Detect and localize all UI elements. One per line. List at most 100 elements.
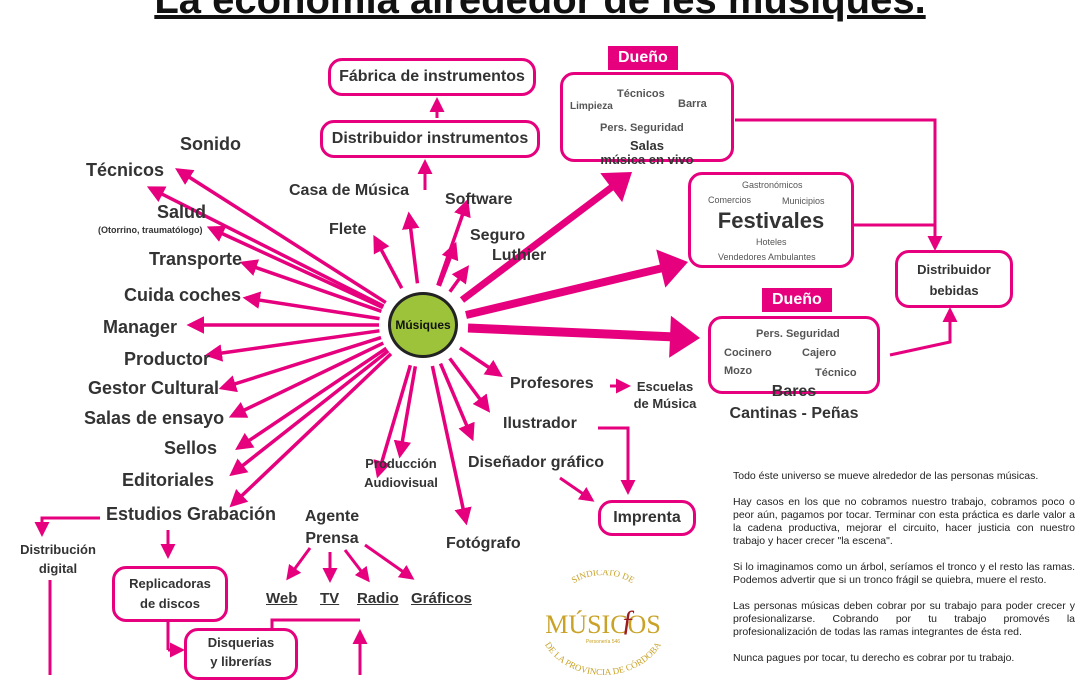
svg-text:MÚSICOS: MÚSICOS (545, 610, 661, 639)
festivales-title: Festivales (717, 208, 825, 233)
salas-item-tecnicos: Técnicos (617, 88, 665, 100)
salas-item-seguridad: Pers. Seguridad (600, 122, 684, 134)
ray-arrow (206, 225, 384, 310)
label-disquerias-1: Disquerias (207, 635, 275, 650)
ray-arrow (229, 352, 393, 508)
bares-item-seguridad: Pers. Seguridad (756, 328, 840, 340)
salas-title-2: música en vivo (600, 152, 694, 167)
ray-arrow (430, 365, 472, 526)
ray-arrow (218, 335, 382, 393)
bares-item-cocinero: Cocinero (724, 347, 772, 359)
ray-arrow (448, 357, 491, 413)
label-casa-musica: Casa de Música (289, 182, 410, 199)
page-title: La economía alrededor de les músiques. (154, 0, 926, 22)
text-p3: Si lo imaginamos como un árbol, seríamos… (733, 561, 1075, 586)
ray-arrow (373, 364, 413, 479)
label-escuelas-2: de Música (633, 396, 697, 411)
label-fabrica: Fábrica de instrumentos (339, 68, 525, 85)
ray-arrow (229, 349, 390, 477)
label-replicadoras-2: de discos (140, 596, 200, 611)
festivales-item-vendedores: Vendedores Ambulantes (718, 252, 816, 262)
tag-dueno-bares: Dueño (762, 288, 832, 312)
ray-arrow (437, 241, 459, 287)
label-cuida-coches: Cuida coches (124, 285, 242, 305)
distribuidor-bebidas-2: bebidas (929, 283, 979, 298)
text-p2: Hay casos en los que no cobramos nuestro… (733, 496, 1075, 547)
text-p5: Nunca pagues por tocar, tu derecho es co… (733, 652, 1015, 664)
center-label: Músiques (395, 318, 451, 332)
ray-arrow (402, 211, 420, 284)
label-sellos: Sellos (164, 438, 218, 458)
label-disquerias-2: y librerías (210, 654, 272, 669)
ray-arrow (204, 329, 380, 362)
salas-item-limpieza: Limpieza (570, 101, 613, 112)
explanation-text: Todo éste universo se mueve alrededor de… (733, 470, 1075, 678)
label-fotografo: Fotógrafo (446, 535, 521, 552)
label-distribucion-2: digital (38, 561, 78, 576)
ray-arrow (235, 346, 388, 450)
label-luthier: Luthier (492, 247, 547, 264)
box-festivales (688, 172, 854, 268)
label-gestor-cultural: Gestor Cultural (88, 378, 220, 398)
label-tecnicos: Técnicos (86, 160, 165, 180)
label-radio: Radio (357, 590, 399, 607)
ray-arrow (175, 168, 387, 305)
svg-text:Personería 546: Personería 546 (586, 639, 620, 645)
box-salas (560, 72, 734, 162)
label-web: Web (266, 590, 298, 607)
festivales-item-gastronomicos: Gastronómicos (742, 180, 803, 190)
main-arrow (465, 249, 688, 319)
label-profesores: Profesores (510, 375, 594, 392)
box-distribuidor-instrumentos (320, 120, 540, 158)
bares-item-mozo: Mozo (724, 365, 753, 377)
label-salud-sub: (Otorrino, traumatólogo) (98, 225, 203, 235)
ray-arrow (242, 291, 380, 321)
text-p1: Todo éste universo se mueve alrededor de… (733, 470, 1039, 482)
label-estudios-grabacion: Estudios Grabación (106, 504, 277, 524)
salas-title-1: Salas (630, 138, 664, 153)
label-replicadoras-1: Replicadoras (129, 576, 211, 591)
ray-arrow (458, 346, 503, 377)
festivales-item-municipios: Municipios (782, 196, 825, 206)
label-tv: TV (320, 590, 340, 607)
label-seguro: Seguro (470, 227, 526, 244)
label-produccion-1: Producción (365, 456, 437, 471)
label-produccion-2: Audiovisual (364, 475, 438, 490)
center-node: Músiques (388, 292, 458, 358)
festivales-item-comercios: Comercios (708, 195, 752, 205)
main-arrow (459, 172, 632, 303)
distribuidor-bebidas-1: Distribuidor (917, 262, 991, 277)
bares-title-1: Bares (771, 383, 817, 400)
ray-arrow (228, 341, 385, 418)
ray-arrow (438, 362, 475, 442)
label-editoriales: Editoriales (122, 470, 215, 490)
label-graficos: Gráficos (411, 590, 472, 607)
box-fabrica (328, 58, 536, 96)
label-transporte: Transporte (149, 249, 243, 269)
box-distribuidor-bebidas (895, 250, 1013, 308)
ray-arrow (239, 259, 382, 313)
box-bares (708, 316, 880, 394)
bares-item-cajero: Cajero (802, 347, 837, 359)
ray-arrow (448, 265, 470, 293)
label-distribuidor-instrumentos: Distribuidor instrumentos (331, 130, 529, 147)
label-flete: Flete (329, 221, 367, 238)
label-manager: Manager (103, 317, 178, 337)
ray-arrow (393, 366, 418, 459)
label-sonido: Sonido (180, 134, 241, 154)
bares-title-2: Cantinas - Peñas (729, 405, 859, 422)
label-agente-1: Agente (304, 508, 360, 525)
label-software: Software (445, 191, 513, 208)
box-imprenta (598, 500, 696, 536)
label-salud: Salud (157, 202, 207, 222)
svg-text:ƒ: ƒ (621, 604, 636, 637)
label-ilustrador: Ilustrador (503, 415, 577, 432)
ray-arrow (146, 186, 385, 308)
tag-dueno-salas: Dueño (608, 46, 678, 70)
label-distribucion-1: Distribución (20, 542, 96, 557)
bares-item-tecnico: Técnico (815, 367, 857, 379)
salas-item-barra: Barra (678, 98, 707, 110)
label-disenador: Diseñador gráfico (468, 454, 605, 471)
label-escuelas-1: Escuelas (636, 379, 694, 394)
festivales-item-hoteles: Hoteles (756, 237, 787, 247)
